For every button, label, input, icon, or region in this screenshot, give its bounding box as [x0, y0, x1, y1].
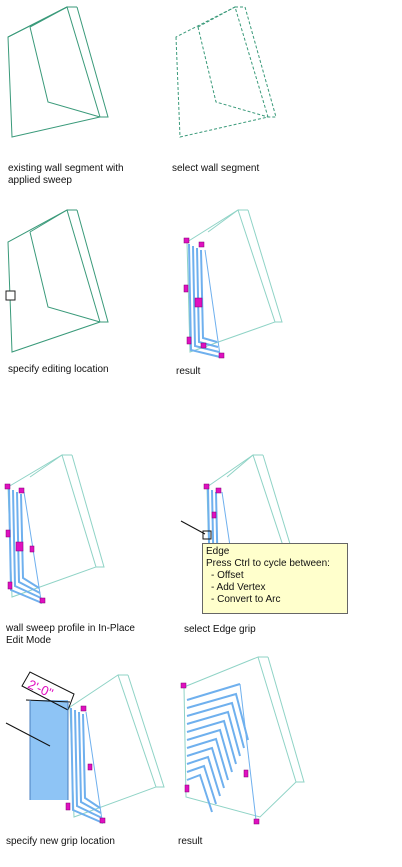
sweep-profile-panel-4	[188, 243, 221, 358]
cursor-leader-line	[5, 722, 51, 747]
tooltip-option-convert-arc: - Convert to Arc	[211, 594, 281, 605]
cursor-leader-line	[180, 520, 206, 535]
grip	[183, 237, 190, 244]
grip	[39, 597, 46, 604]
caption-existing-wall: existing wall segment with applied sweep	[8, 163, 124, 186]
grip	[215, 487, 222, 494]
grip	[198, 241, 205, 248]
wall-back-edge	[76, 6, 109, 118]
caption-select-edge-grip: select Edge grip	[184, 624, 256, 635]
grip	[200, 342, 207, 349]
grip	[15, 541, 24, 552]
wall-front-face	[7, 6, 101, 138]
edge-grip-tooltip: Edge Press Ctrl to cycle between: - Offs…	[202, 543, 348, 614]
grip	[18, 487, 25, 494]
sweep-profile-panel-7	[70, 707, 104, 824]
grip	[99, 817, 106, 824]
grip	[80, 705, 87, 712]
grip	[253, 818, 260, 825]
wall-solid-panel-3	[7, 209, 109, 353]
tooltip-subtitle: Press Ctrl to cycle between:	[206, 558, 330, 569]
grip	[183, 284, 189, 293]
caption-editing-location: specify editing location	[8, 364, 109, 375]
grip	[186, 336, 192, 345]
stretched-profile-fill	[30, 700, 68, 800]
wall-dashed-panel-2	[175, 6, 277, 138]
grip	[7, 581, 13, 590]
dimension-callout	[21, 671, 75, 800]
wall-faded-panel-4	[186, 209, 283, 353]
sweep-profile-panel-8	[186, 683, 257, 821]
grip	[218, 352, 225, 359]
wall-faded-panel-8	[183, 656, 305, 818]
caption-result-2: result	[178, 836, 203, 847]
grip	[243, 769, 249, 778]
grip	[203, 483, 210, 490]
grip	[65, 802, 71, 811]
caption-result-1: result	[176, 366, 201, 377]
grips-panel-4	[183, 237, 225, 359]
grip	[184, 784, 190, 793]
sweep-profile-panel-5	[8, 487, 43, 604]
grip	[180, 682, 187, 689]
grips-panel-6	[203, 483, 222, 519]
dimension-label: 2'-0"	[26, 676, 56, 700]
grip	[194, 297, 203, 308]
grip	[29, 545, 35, 553]
wall-solid-panel-1	[7, 6, 109, 138]
grip	[4, 483, 11, 490]
caption-select-wall: select wall segment	[172, 163, 260, 174]
grips-panel-5	[4, 483, 46, 604]
edge-grip-hover-box	[202, 530, 212, 540]
tooltip-option-add-vertex: - Add Vertex	[211, 582, 266, 593]
grip	[5, 529, 11, 538]
grips-panel-8	[180, 682, 260, 825]
grip	[87, 763, 93, 771]
caption-in-place-edit: wall sweep profile in In-Place Edit Mode	[6, 623, 135, 646]
tooltip-title: Edge	[206, 546, 230, 557]
wall-inner-edges	[29, 26, 101, 118]
caption-new-grip-location: specify new grip location	[6, 836, 115, 847]
wall-left-edge	[29, 6, 68, 28]
pick-box-cursor	[5, 290, 16, 301]
grip	[211, 511, 217, 519]
grips-panel-7	[65, 705, 106, 824]
tooltip-option-offset: - Offset	[211, 570, 244, 581]
